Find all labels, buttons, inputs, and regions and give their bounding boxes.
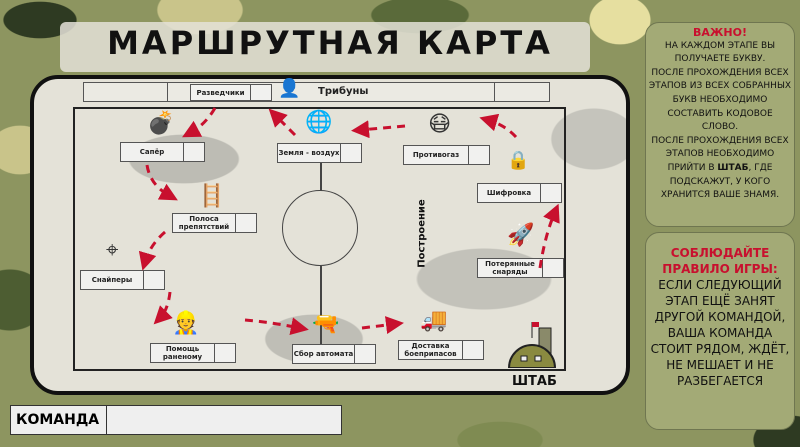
rule-heading: СОБЛЮДАЙТЕ ПРАВИЛО ИГРЫ:: [662, 246, 778, 276]
route-arrow: [145, 164, 178, 201]
note-line: ПОСЛЕ ПРОХОЖДЕНИЯ ВСЕХ ЭТАПОВ НЕОБХОДИМО…: [651, 135, 789, 173]
center-circle: [282, 190, 358, 266]
route-arrow: [138, 230, 166, 271]
station-label: Сапёр: [121, 143, 184, 161]
rifle-icon: 🔫: [312, 312, 340, 337]
obstacle-icon: 🪜: [198, 184, 226, 209]
station-sapper[interactable]: Сапёр: [120, 142, 205, 162]
truck-icon: 🚚: [420, 308, 448, 333]
note-line: ПОСЛЕ ПРОХОЖДЕНИЯ ВСЕХ ЭТАПОВ ИЗ ВСЕХ СО…: [648, 67, 792, 133]
route-arrow: [538, 203, 560, 269]
team-field[interactable]: КОМАНДА: [10, 405, 342, 435]
station-ammo-delivery[interactable]: Доставка боеприпасов: [398, 340, 484, 360]
team-input[interactable]: [107, 406, 341, 434]
station-label: Противогаз: [404, 146, 469, 164]
route-arrows: [138, 107, 560, 336]
route-arrow: [479, 113, 518, 139]
note-hq: ШТАБ: [717, 162, 749, 173]
station-label: Снайперы: [81, 271, 144, 289]
page-title: МАРШРУТНАЯ КАРТА: [107, 24, 553, 62]
station-scouts[interactable]: Разведчики: [190, 84, 272, 101]
station-label: Помощь раненому: [151, 344, 215, 362]
station-label: Разведчики: [191, 85, 251, 100]
station-earth-air[interactable]: Земля - воздух: [277, 143, 362, 163]
center-line-top: [320, 163, 322, 191]
route-arrow: [182, 107, 217, 138]
note-line: , ГДЕ ПОДСКАЖУТ, У КОГО ХРАНИТСЯ ВАШЕ ЗН…: [660, 162, 780, 201]
station-obstacle[interactable]: Полоса препятствий: [172, 213, 257, 233]
title-backdrop: [60, 22, 590, 72]
route-arrow: [361, 316, 404, 335]
station-label: Полоса препятствий: [173, 214, 236, 232]
medic-icon: 👷: [172, 311, 200, 336]
rule-text: ЕСЛИ СЛЕДУЮЩИЙ ЭТАП ЕЩЁ ЗАНЯТ ДРУГОЙ КОМ…: [650, 278, 790, 388]
route-arrow: [244, 317, 309, 336]
hq-label: ШТАБ: [512, 374, 557, 389]
station-label: Сбор автомата: [293, 345, 355, 363]
headquarters-icon: [507, 322, 557, 368]
important-note: ВАЖНО! НА КАЖДОМ ЭТАПЕ ВЫ ПОЛУЧАЕТЕ БУКВ…: [645, 22, 795, 227]
bomb-icon: 💣: [147, 111, 175, 136]
gas-mask-icon: 😷: [428, 112, 451, 137]
station-cipher[interactable]: Шифровка: [477, 183, 562, 203]
station-label: Земля - воздух: [278, 144, 341, 162]
station-first-aid[interactable]: Помощь раненому: [150, 343, 236, 363]
field: [73, 107, 566, 371]
crosshair-icon: ⌖: [106, 238, 119, 263]
tribune-label: Трибуны: [318, 86, 369, 97]
globe-plane-icon: 🌐: [305, 110, 333, 135]
route-arrow: [268, 108, 297, 137]
station-rifle-assembly[interactable]: Сбор автомата: [292, 344, 376, 364]
route-arrow: [153, 291, 173, 325]
note-line: НА КАЖДОМ ЭТАПЕ ВЫ ПОЛУЧАЕТЕ БУКВУ.: [664, 40, 776, 65]
important-heading: ВАЖНО!: [693, 26, 747, 39]
station-label: Доставка боеприпасов: [399, 341, 463, 359]
person-icon: 👤: [278, 78, 301, 99]
station-snipers[interactable]: Снайперы: [80, 270, 165, 290]
station-label: Потерянные снаряды: [478, 259, 543, 277]
center-line-bottom: [320, 266, 322, 344]
team-label: КОМАНДА: [11, 406, 107, 434]
lock-icon: 🔒: [507, 150, 530, 171]
rule-note: СОБЛЮДАЙТЕ ПРАВИЛО ИГРЫ: ЕСЛИ СЛЕДУЮЩИЙ …: [645, 232, 795, 430]
route-arrow: [351, 120, 406, 139]
station-label: Шифровка: [478, 184, 541, 202]
station-gas-mask[interactable]: Противогаз: [403, 145, 490, 165]
map-panel: [30, 75, 630, 395]
shell-icon: 🚀: [507, 223, 535, 248]
